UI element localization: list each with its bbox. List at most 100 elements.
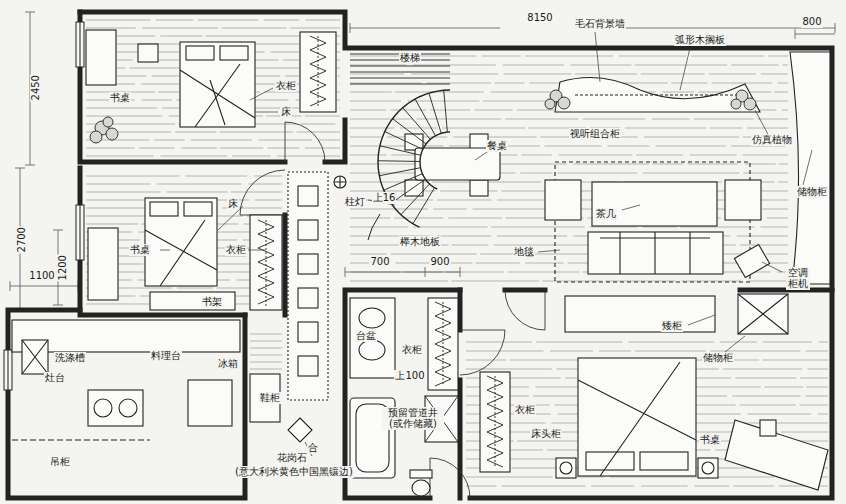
floor-boards — [250, 341, 282, 342]
wardrobe-hanger — [435, 302, 451, 386]
dimension-line — [345, 267, 460, 277]
furniture — [359, 340, 385, 360]
dimension-label: 1200 — [57, 254, 69, 281]
plan-label: 洗涤槽 — [54, 352, 86, 364]
floor-boards — [350, 137, 381, 138]
floor-boards — [305, 116, 340, 117]
furniture — [555, 162, 750, 282]
floor-boards — [800, 378, 828, 379]
plan-label: 上16 — [372, 192, 397, 204]
plan-label: 花岗石 — [276, 452, 308, 464]
dimension-line — [10, 281, 78, 291]
floor-boards — [690, 155, 737, 156]
floor-boards — [819, 342, 828, 343]
floor-boards — [250, 334, 282, 335]
plan-label: 料理台 — [150, 350, 182, 362]
floor-boards — [466, 351, 543, 352]
floor-boards — [160, 156, 227, 157]
staircase — [350, 72, 450, 73]
leader-line — [248, 250, 265, 251]
furniture — [298, 356, 318, 376]
door-swing — [430, 458, 470, 498]
floor-boards — [671, 83, 707, 84]
floor-boards — [694, 486, 729, 487]
floor-boards — [610, 477, 709, 478]
floor-boards — [167, 192, 228, 193]
floor-boards — [807, 369, 828, 370]
furniture — [738, 294, 788, 334]
floor-boards — [453, 137, 537, 138]
floor-boards — [642, 227, 677, 228]
floor-boards — [778, 83, 788, 84]
floor-boards — [252, 100, 288, 101]
floor-boards — [86, 184, 151, 185]
plan-label: 茶几 — [595, 208, 617, 220]
floor-boards — [448, 218, 502, 219]
floor-boards — [732, 396, 800, 397]
dimension-label: 700 — [369, 256, 390, 268]
wall — [80, 12, 832, 498]
floor-boards — [86, 108, 157, 109]
floor-boards — [185, 176, 247, 177]
floor-boards — [644, 137, 739, 138]
floor-boards — [154, 140, 185, 141]
floor-boards — [221, 28, 286, 29]
furniture — [734, 244, 769, 277]
floor-boards — [550, 351, 593, 352]
wardrobe-hanger — [266, 220, 267, 306]
furniture — [22, 340, 48, 374]
plant — [103, 117, 113, 127]
leader-line — [762, 262, 782, 272]
staircase — [350, 84, 450, 85]
floor-boards — [494, 83, 524, 84]
furniture — [298, 186, 318, 206]
floor-boards — [86, 156, 154, 157]
furniture — [560, 462, 572, 474]
floor-boards — [267, 148, 299, 149]
door-swing — [240, 170, 285, 215]
plant — [90, 131, 102, 143]
floor-boards — [442, 128, 525, 129]
wall — [345, 290, 460, 498]
floor-boards — [206, 36, 302, 37]
floor-boards — [517, 441, 580, 442]
floor-boards — [712, 83, 772, 84]
leader-line — [538, 250, 560, 252]
floor-boards — [301, 124, 335, 125]
plan-label: 衣柜 — [401, 344, 423, 356]
floor-boards — [625, 128, 706, 129]
furniture — [334, 176, 346, 188]
floor-boards — [231, 192, 282, 193]
furniture — [298, 220, 318, 240]
furniture — [184, 202, 212, 216]
floor-boards — [427, 83, 491, 84]
floor-boards — [521, 155, 551, 156]
furniture — [12, 30, 830, 496]
floor-boards — [413, 227, 487, 228]
plan-label: 预留管道井 (或作储藏) — [382, 407, 444, 430]
plan-label: 毛石背景墙 — [574, 18, 626, 30]
floor-boards — [350, 83, 421, 84]
furniture — [145, 198, 217, 286]
floor-boards — [681, 281, 741, 282]
floor-boards — [157, 184, 242, 185]
furniture — [359, 308, 385, 328]
floor-boards — [452, 245, 489, 246]
leader-line — [680, 48, 690, 90]
staircase — [380, 146, 421, 155]
floor-boards — [806, 387, 828, 388]
furniture — [565, 296, 715, 332]
furniture — [578, 358, 696, 476]
furniture — [428, 298, 458, 390]
furniture — [588, 232, 723, 274]
furniture — [145, 220, 217, 286]
furniture — [470, 180, 488, 196]
floor-boards — [160, 36, 202, 37]
floor-boards — [451, 281, 539, 282]
floor-boards — [764, 387, 803, 388]
floor-boards — [656, 146, 726, 147]
floor-boards — [350, 65, 406, 66]
furniture — [480, 372, 510, 472]
floor-boards — [86, 176, 179, 177]
